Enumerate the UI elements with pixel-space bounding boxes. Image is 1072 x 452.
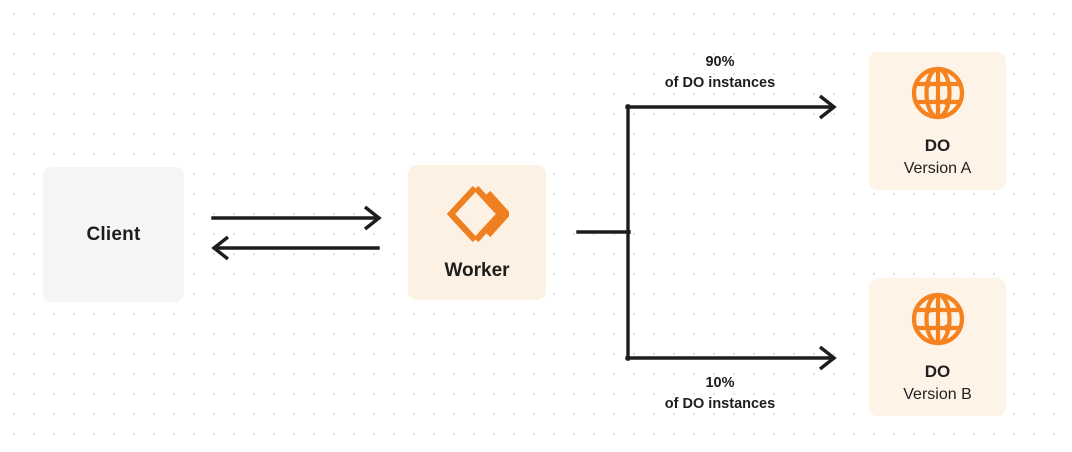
worker-label: Worker <box>444 259 510 281</box>
arrow-worker-to-do-b <box>625 345 837 371</box>
client-label: Client <box>86 223 141 245</box>
edge-label-do-b-caption: of DO instances <box>664 396 776 413</box>
workers-chevron-icon <box>445 184 512 244</box>
arrow-worker-to-do-a <box>625 94 837 120</box>
node-do-version-a[interactable]: DO Version A <box>869 52 1006 190</box>
edge-label-do-b-percent: 10% <box>705 375 735 391</box>
node-worker[interactable]: Worker <box>408 165 546 300</box>
globe-icon <box>909 64 967 122</box>
edge-label-do-a: 90% of DO instances <box>600 52 840 94</box>
arrow-worker-to-client <box>211 235 380 261</box>
edge-label-do-a-percent: 90% <box>705 54 735 70</box>
do-a-subtitle: Version A <box>903 160 972 178</box>
connector-worker-fork <box>576 104 631 361</box>
edge-label-do-a-caption: of DO instances <box>664 75 776 92</box>
node-do-version-b[interactable]: DO Version B <box>869 278 1006 416</box>
do-b-title: DO <box>924 361 951 381</box>
edge-label-do-b: 10% of DO instances <box>600 373 840 415</box>
globe-icon <box>909 290 967 348</box>
arrow-client-to-worker <box>211 205 382 231</box>
do-b-subtitle: Version B <box>903 386 972 404</box>
do-a-title: DO <box>924 135 951 155</box>
node-client[interactable]: Client <box>43 167 184 302</box>
